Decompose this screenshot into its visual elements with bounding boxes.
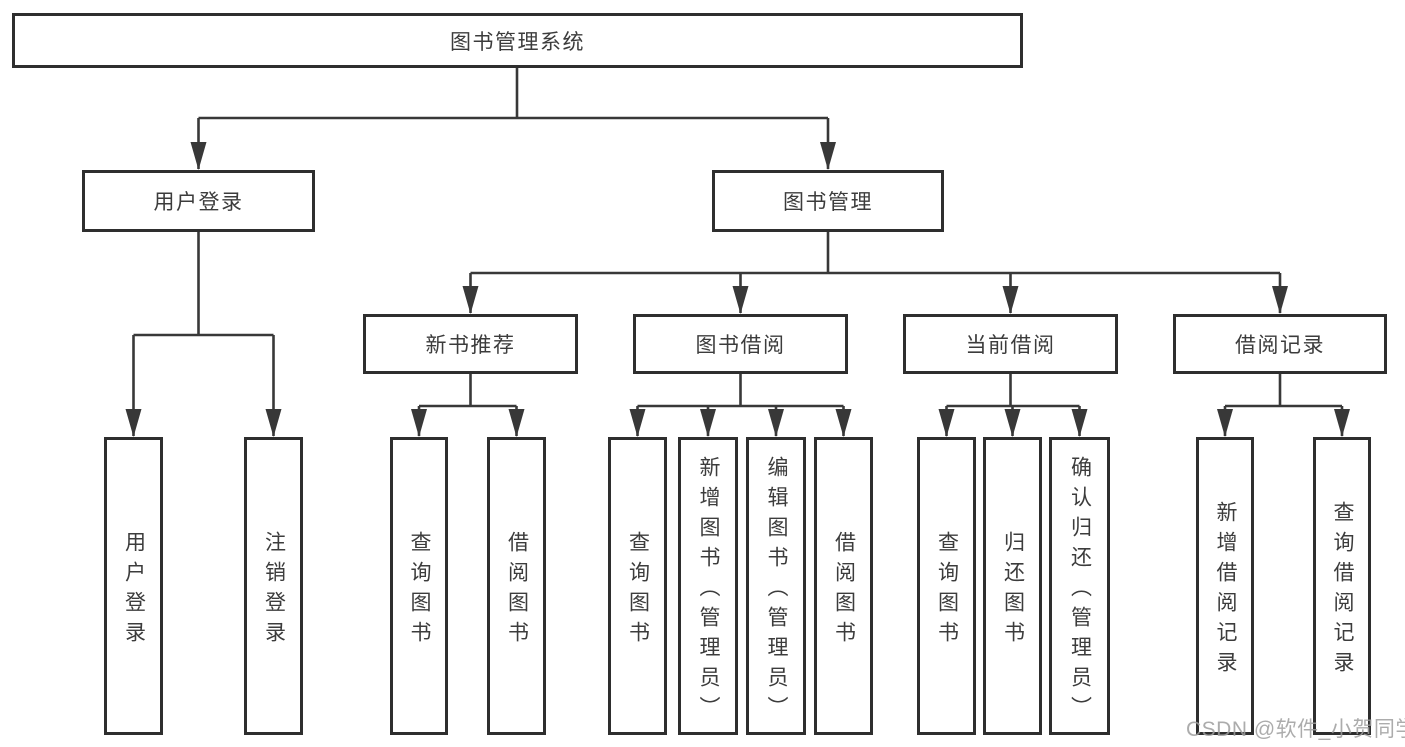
node-label: 当前借阅 (965, 334, 1056, 357)
node-logout: 注销登录 (244, 437, 303, 735)
book-borrow-connectors (629, 374, 852, 437)
node-label: 借阅记录 (1235, 334, 1325, 357)
node-label: 编辑图书（管理员） (765, 455, 788, 726)
node-confirm-return-admin: 确认归还（管理员） (1049, 437, 1110, 735)
node-label: 用户登录 (153, 191, 244, 214)
node-borrow-books: 借阅图书 (814, 437, 873, 735)
node-user-login: 用户登录 (104, 437, 163, 735)
current-borrow-connectors (938, 374, 1088, 437)
node-library-system: 图书管理系统 (12, 13, 1023, 68)
node-query-borrow-record: 查询借阅记录 (1313, 437, 1371, 735)
node-label: 查询图书 (935, 530, 959, 651)
node-label: 借阅图书 (832, 530, 856, 651)
root-connectors (190, 68, 836, 170)
node-edit-book-admin: 编辑图书（管理员） (746, 437, 806, 735)
node-query-books-current: 查询图书 (917, 437, 976, 735)
node-query-books-recommend: 查询图书 (390, 437, 448, 735)
node-label: 归还图书 (1001, 530, 1025, 651)
watermark: CSDN @软件_小贺同学 (1186, 718, 1405, 741)
node-new-book-recommend: 新书推荐 (363, 314, 578, 374)
node-book-management: 图书管理 (712, 170, 944, 232)
node-label: 图书管理 (783, 191, 873, 214)
node-label: 用户登录 (122, 530, 146, 651)
new-book-recommend-connectors (411, 374, 525, 437)
node-label: 图书管理系统 (450, 30, 585, 54)
node-label: 查询图书 (408, 530, 431, 651)
user-login-connectors (125, 232, 282, 437)
book-management-connectors (462, 232, 1288, 314)
node-label: 查询图书 (626, 530, 650, 651)
node-label: 借阅图书 (505, 530, 529, 651)
node-add-book-admin: 新增图书（管理员） (678, 437, 738, 735)
node-borrow-records: 借阅记录 (1173, 314, 1387, 374)
node-label: 新增借阅记录 (1214, 500, 1237, 681)
node-current-borrow: 当前借阅 (903, 314, 1118, 374)
node-add-borrow-record: 新增借阅记录 (1196, 437, 1254, 735)
node-book-borrow: 图书借阅 (633, 314, 848, 374)
node-label: 新书推荐 (425, 334, 516, 357)
node-label: 查询借阅记录 (1331, 500, 1354, 681)
borrow-record-connectors (1217, 374, 1350, 437)
node-borrow-books-recommend: 借阅图书 (487, 437, 546, 735)
node-return-books: 归还图书 (983, 437, 1042, 735)
node-user-login-branch: 用户登录 (82, 170, 315, 232)
node-label: 图书借阅 (695, 334, 786, 357)
node-label: 注销登录 (262, 530, 286, 651)
node-label: 新增图书（管理员） (697, 455, 720, 726)
node-query-books-borrow: 查询图书 (608, 437, 667, 735)
node-label: 确认归还（管理员） (1068, 455, 1092, 726)
